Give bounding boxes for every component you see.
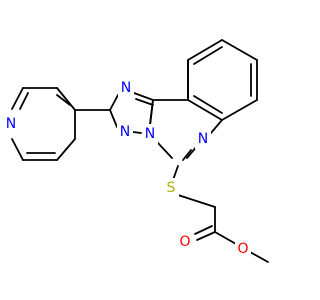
atom-label-n-pyridine: N [6, 116, 16, 132]
atom-label-n-bridge: N [145, 126, 155, 142]
atom-label-n-quinazoline: N [198, 131, 208, 147]
atom-label-o-carbonyl: O [179, 234, 190, 250]
atom-label-o-ester: O [237, 241, 248, 257]
structure-diagram: N N N N N S O O [3, 39, 269, 263]
pyrimidine-ring [149, 59, 223, 161]
atom-o-ester: O [235, 239, 251, 259]
atom-label-n-triazole-top: N [121, 80, 131, 96]
atom-n-triazole-top: N [118, 78, 134, 98]
atom-n-quinazoline: N [195, 129, 211, 149]
atom-label-s-thioether: S [167, 180, 176, 196]
atom-s-thioether: S [163, 178, 179, 198]
benzene-ring [187, 39, 258, 121]
atom-n-pyridine: N [3, 114, 19, 134]
atom-o-carbonyl: O [177, 232, 193, 252]
molecule-canvas: N N N N N S O O [3, 39, 269, 263]
atom-n-bridge: N [142, 124, 158, 144]
pyridine-ring [11, 87, 111, 161]
atom-n-triazole-left: N [117, 122, 133, 142]
side-chain [172, 165, 269, 263]
triazole-ring [109, 92, 154, 134]
atom-label-n-triazole-left: N [120, 124, 130, 140]
